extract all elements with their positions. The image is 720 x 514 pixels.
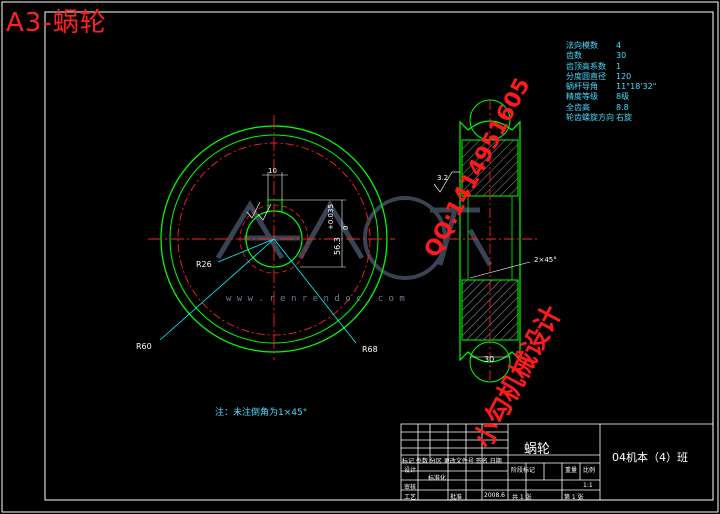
tb-sheet-total: 共 1 张 <box>512 494 532 501</box>
drawing-note: 注：未注倒角为1×45° <box>215 408 308 418</box>
tb-row-labels: 标记 处数 分区 更改文件号 签名 日期 <box>402 458 502 465</box>
tb-check: 审核 <box>404 484 417 491</box>
section-outline <box>459 120 521 363</box>
front-view: 10 56.3 +0.035 0 R26 R60 R68 <box>136 115 395 360</box>
tb-scale-value: 1:1 <box>583 482 593 489</box>
dim-chamfer: 2×45° <box>534 256 557 264</box>
watermark-url: w w w . r e n r e n d o c . c o m <box>226 294 405 304</box>
keyway <box>267 199 283 212</box>
dim-bore-tol: +0.035 <box>327 204 335 230</box>
tb-date: 2008.6 <box>484 492 505 499</box>
watermark-logo <box>215 196 493 280</box>
tb-scale-label: 比例 <box>583 467 596 474</box>
spec-row: 轮齿螺旋方向右旋 <box>566 113 632 123</box>
dim-r60: R60 <box>136 342 152 351</box>
leader-r68 <box>273 238 357 344</box>
dim-r26: R26 <box>196 260 212 269</box>
leader-r60 <box>159 238 275 341</box>
tb-design: 设计 <box>404 467 417 474</box>
drawing-title: A3-蜗轮 <box>6 8 107 38</box>
dim-r68: R68 <box>362 345 378 354</box>
dim-bore-tol-low: 0 <box>342 226 350 230</box>
dim-keyway: 10 <box>268 167 277 175</box>
section-view: 2×45° 3.2 30 <box>433 99 557 383</box>
tb-sheet-no: 第 1 张 <box>564 494 584 501</box>
part-name: 蜗轮 <box>524 442 551 457</box>
dim-bore: 56.3 <box>333 237 342 255</box>
tb-weight: 重量 <box>565 467 578 474</box>
tb-process: 工艺 <box>404 494 417 501</box>
leader-r26 <box>217 238 275 263</box>
dim-roughness: 3.2 <box>437 174 448 182</box>
title-block <box>400 423 714 501</box>
inner-frame <box>44 11 714 501</box>
tb-std: 标准化 <box>428 475 447 482</box>
tb-stage: 阶段标记 <box>511 467 536 474</box>
dim-hub-width: 30 <box>484 355 494 364</box>
class-name: 04机本（4）班 <box>612 451 688 464</box>
tb-approve: 批准 <box>450 494 463 501</box>
